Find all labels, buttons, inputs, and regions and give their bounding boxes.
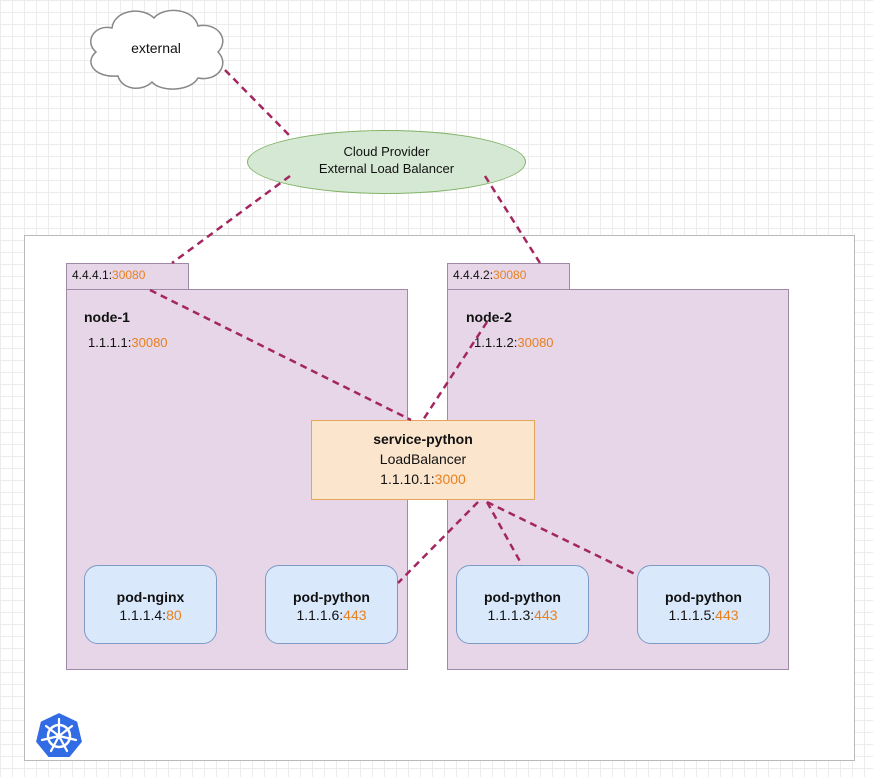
node1-ip: 1.1.1.1:30080 (88, 335, 168, 350)
pod-python-node2-a[interactable]: pod-python 1.1.1.3:443 (456, 565, 589, 644)
pod-port: 443 (343, 607, 367, 623)
connector-lb-node1 (171, 174, 291, 265)
node2-ip-address: 1.1.1.2: (474, 335, 518, 350)
pod-ip: 1.1.1.3: (487, 607, 535, 623)
pod-python-node2-b[interactable]: pod-python 1.1.1.5:443 (637, 565, 770, 644)
cloud-load-balancer[interactable]: Cloud Provider External Load Balancer (247, 130, 526, 194)
connector-node1-service (149, 288, 412, 422)
pod-ip: 1.1.1.4: (119, 607, 167, 623)
connector-service-pod-node2-a (485, 501, 524, 566)
connector-external-lb (224, 69, 291, 137)
connector-service-pod-node2-b (486, 500, 638, 577)
pod-address: 1.1.1.5:443 (638, 606, 769, 624)
service-ip: 1.1.10.1: (380, 471, 435, 487)
cloud-icon[interactable] (80, 2, 232, 94)
pod-ip: 1.1.1.5: (668, 607, 716, 623)
connector-service-pod-node1 (397, 501, 479, 584)
pod-name: pod-nginx (116, 589, 185, 605)
pod-ip: 1.1.1.6: (296, 607, 344, 623)
node1-port: 30080 (131, 335, 168, 350)
kubernetes-logo-icon (33, 710, 85, 759)
lb-line1: Cloud Provider (343, 144, 430, 159)
lb-line2: External Load Balancer (318, 161, 455, 176)
pod-nginx[interactable]: pod-nginx 1.1.1.4:80 (84, 565, 217, 644)
service-python-box[interactable]: service-python LoadBalancer 1.1.10.1:300… (311, 420, 535, 500)
node1-external-ip-tab[interactable]: 4.4.4.1:30080 (66, 263, 189, 290)
service-type: LoadBalancer (379, 451, 467, 467)
connector-lb-node2 (483, 175, 542, 264)
service-name: service-python (373, 431, 473, 447)
node2-port: 30080 (517, 335, 554, 350)
node1-external-ip: 4.4.4.1: (72, 268, 113, 282)
node2-ip: 1.1.1.2:30080 (474, 335, 554, 350)
pod-name: pod-python (484, 589, 561, 605)
node2-external-ip-tab[interactable]: 4.4.4.2:30080 (447, 263, 570, 290)
pod-address: 1.1.1.3:443 (457, 606, 588, 624)
pod-port: 80 (166, 607, 182, 623)
pod-address: 1.1.1.4:80 (85, 606, 216, 624)
pod-port: 443 (534, 607, 558, 623)
service-address: 1.1.10.1:3000 (312, 469, 534, 489)
pod-name: pod-python (665, 589, 742, 605)
node2-external-ip: 4.4.4.2: (453, 268, 494, 282)
pod-python-node1[interactable]: pod-python 1.1.1.6:443 (265, 565, 398, 644)
node1-external-port: 30080 (112, 268, 146, 282)
node1-ip-address: 1.1.1.1: (88, 335, 132, 350)
connector-node2-service (421, 321, 489, 421)
external-label: external (131, 40, 181, 56)
node2-title: node-2 (466, 309, 512, 325)
pod-port: 443 (715, 607, 739, 623)
service-port: 3000 (434, 471, 466, 487)
pod-address: 1.1.1.6:443 (266, 606, 397, 624)
node1-title: node-1 (84, 309, 130, 325)
pod-name: pod-python (293, 589, 370, 605)
node2-external-port: 30080 (493, 268, 527, 282)
